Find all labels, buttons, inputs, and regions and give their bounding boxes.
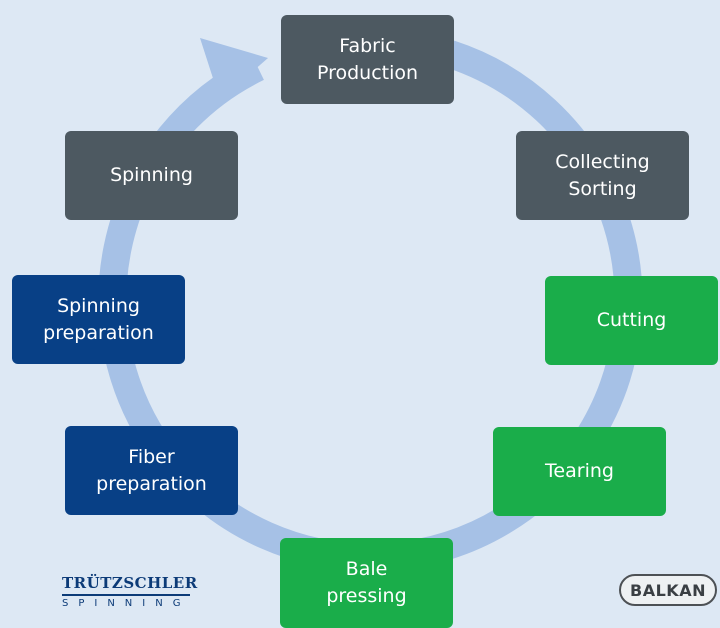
balkan-logo-text: BALKAN [630,580,706,600]
trutzschler-logo-rule [62,594,190,596]
node-fabric-production: Fabric Production [281,15,454,104]
node-tearing: Tearing [493,427,666,516]
trutzschler-logo: TRÜTZSCHLER SPINNING [62,574,197,614]
cycle-arrowhead [200,38,268,100]
balkan-logo: BALKAN [619,574,717,606]
trutzschler-logo-name: TRÜTZSCHLER [62,574,198,592]
node-bale-pressing: Bale pressing [280,538,453,628]
node-spinning: Spinning [65,131,238,220]
node-fiber-preparation: Fiber preparation [65,426,238,515]
node-cutting: Cutting [545,276,718,365]
trutzschler-logo-subtitle: SPINNING [62,598,191,609]
node-spinning-preparation: Spinning preparation [12,275,185,364]
node-collecting-sorting: Collecting Sorting [516,131,689,220]
